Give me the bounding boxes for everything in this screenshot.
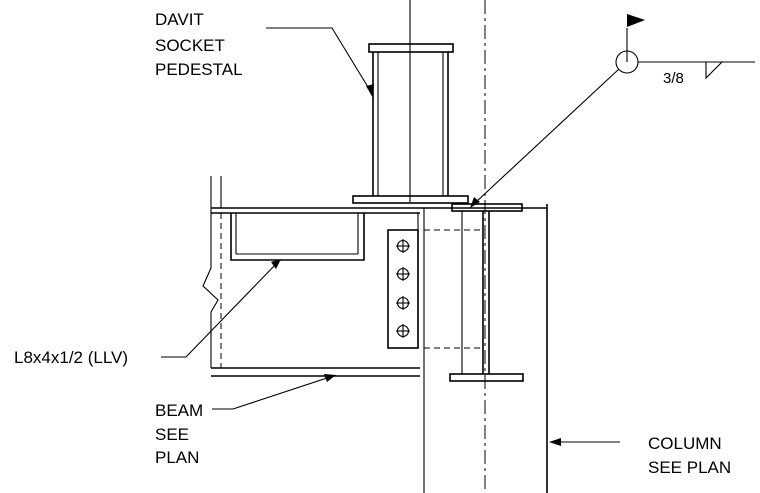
- bolt: [396, 267, 410, 281]
- label-weld-size: 3/8: [663, 70, 684, 87]
- angle-l8x4: [230, 213, 365, 261]
- label-beam-2: SEE: [155, 425, 189, 444]
- label-beam-1: BEAM: [155, 401, 203, 420]
- label-davit-1: DAVIT: [155, 10, 204, 29]
- label-angle: L8x4x1/2 (LLV): [14, 348, 128, 367]
- bolt: [396, 296, 410, 310]
- label-column-1: COLUMN: [648, 434, 722, 453]
- beam: [202, 176, 547, 377]
- label-beam-3: PLAN: [155, 448, 199, 467]
- bolt: [396, 324, 410, 338]
- label-davit-3: PEDESTAL: [155, 60, 243, 79]
- column: [424, 203, 548, 493]
- weld-symbol: [470, 14, 755, 208]
- column-centerline: [409, 0, 486, 493]
- shear-tab: [387, 208, 425, 493]
- text-labels: DAVIT SOCKET PEDESTAL L8x4x1/2 (LLV) BEA…: [14, 10, 731, 477]
- bolt: [396, 239, 410, 253]
- label-column-2: SEE PLAN: [648, 458, 731, 477]
- leaders: [161, 27, 620, 446]
- bolts: [396, 239, 410, 338]
- label-davit-2: SOCKET: [155, 36, 225, 55]
